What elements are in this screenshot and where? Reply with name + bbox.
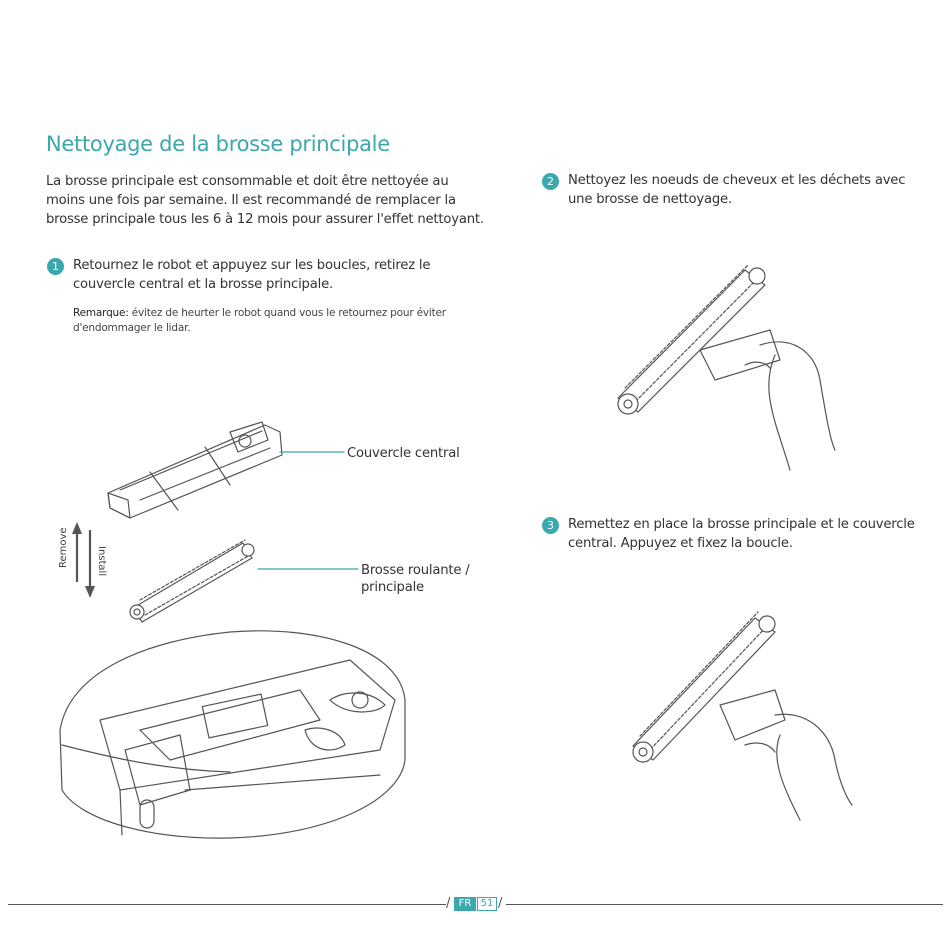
central-cover-drawing bbox=[107, 421, 283, 519]
main-brush-drawing bbox=[129, 539, 255, 623]
robot-drawing bbox=[59, 630, 406, 839]
label-cover: Couvercle central bbox=[347, 446, 460, 461]
note-text: évitez de heurter le robot quand vous le… bbox=[73, 307, 446, 334]
footer-line-left bbox=[8, 904, 446, 905]
intro-paragraph: La brosse principale est consommable et … bbox=[46, 174, 484, 227]
footer-slash-left: / bbox=[446, 896, 451, 911]
footer-slash-right: / bbox=[498, 896, 503, 911]
remove-label: Remove bbox=[58, 527, 69, 568]
page-number-tag: / FR 51 / bbox=[446, 895, 506, 913]
footer-line-right bbox=[506, 904, 943, 905]
install-label: Install bbox=[96, 546, 107, 577]
step-3-number: 3 bbox=[542, 517, 559, 534]
note: Remarque: évitez de heurter le robot qua… bbox=[73, 306, 493, 336]
step-3-text: Remettez en place la brosse principale e… bbox=[568, 517, 915, 551]
page-number: 51 bbox=[477, 897, 497, 911]
step-1-text: Retournez le robot et appuyez sur les bo… bbox=[73, 258, 431, 292]
page-title: Nettoyage de la brosse principale bbox=[46, 132, 390, 156]
label-brush-line1: Brosse roulante / bbox=[361, 563, 470, 578]
remove-install-arrows bbox=[72, 522, 95, 598]
language-badge: FR bbox=[454, 897, 476, 911]
note-label: Remarque: bbox=[73, 307, 129, 319]
step-1-number: 1 bbox=[47, 258, 64, 275]
step-2-number: 2 bbox=[542, 173, 559, 190]
step-2-text: Nettoyez les noeuds de cheveux et les dé… bbox=[568, 173, 906, 207]
label-brush-line2: principale bbox=[361, 580, 424, 595]
